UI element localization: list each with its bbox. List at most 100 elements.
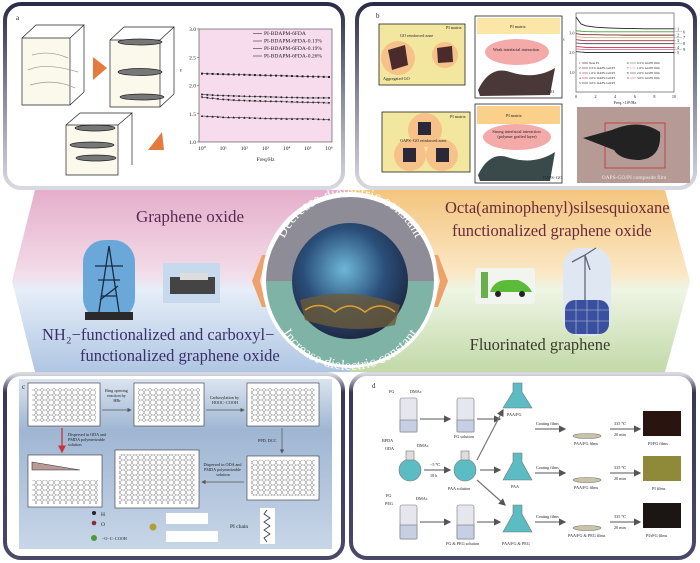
data-point	[238, 95, 241, 98]
series-number-label: 1	[677, 26, 679, 31]
x-tick-label: 10⁴	[283, 146, 291, 152]
output-film-swatch	[643, 411, 681, 436]
data-point	[211, 94, 214, 97]
go-composite-schematic: GO reinforced zone PI matrix Aggregated …	[378, 23, 466, 86]
step-disperse-right: Dispersed in ODA and PMDA polymerizable …	[203, 462, 242, 477]
pi-matrix-label: PI matrix	[446, 25, 463, 30]
left-arrow-icon	[252, 255, 266, 307]
data-point	[269, 95, 272, 98]
label-paa-solution: PAA solution	[448, 486, 471, 491]
data-point	[306, 117, 310, 120]
label-line: solution	[68, 442, 82, 447]
data-point	[296, 101, 299, 104]
data-point	[311, 101, 315, 104]
data-point	[301, 75, 304, 78]
data-point	[322, 101, 325, 105]
center-circle: Decrease dielectric constant Increase di…	[262, 185, 438, 374]
cube-stacked	[65, 112, 133, 176]
data-point	[301, 96, 304, 99]
x-tick-label: 6	[634, 94, 636, 99]
films	[643, 411, 681, 528]
legend-label: 3.0% OAPS-GO/PI	[589, 81, 615, 85]
x-tick-label: 10⁰	[198, 145, 207, 152]
data-point	[253, 116, 257, 119]
data-point	[237, 116, 241, 119]
series-line	[575, 48, 674, 50]
data-point	[232, 99, 235, 102]
data-point	[306, 101, 310, 104]
data-point	[285, 117, 288, 120]
data-point	[211, 97, 214, 100]
data-point	[269, 117, 272, 120]
data-point	[269, 74, 272, 77]
legend-cooh: −O−C−COOH	[102, 536, 127, 541]
data-point	[322, 117, 325, 121]
data-point	[216, 73, 219, 76]
label-temp: −5 ℃	[430, 462, 441, 467]
panel-b: b GO reinforced zone PI matrix Aggregate…	[355, 2, 697, 190]
cube-aligned	[109, 26, 175, 108]
data-point	[290, 75, 293, 78]
data-point	[322, 96, 325, 99]
data-point	[237, 99, 241, 102]
series-number-label: 3	[677, 38, 679, 43]
data-point	[264, 95, 267, 98]
panel-c-legend: H O −O−C−COOH PI chain	[91, 508, 275, 544]
x-tick-label: 4	[614, 94, 617, 99]
data-point	[200, 96, 204, 99]
graphene-boxes	[27, 382, 320, 509]
label-paa-fg: PAA/FG	[507, 412, 522, 417]
data-point	[296, 75, 299, 78]
data-point	[221, 115, 225, 119]
ev-charging-image	[475, 268, 535, 304]
label-oaps-go-2: functionalized graphene oxide	[452, 221, 652, 240]
data-point	[206, 114, 209, 118]
series-line	[575, 39, 674, 42]
oaps-zone-label: OAPS−GO reinforced zone	[400, 138, 446, 143]
data-point	[285, 74, 288, 77]
arrow-down-left-icon	[148, 132, 164, 150]
weak-interaction-label: Weak interfacial interaction	[493, 47, 540, 52]
data-point	[311, 117, 315, 120]
label-oaps-go: Octa(aminophenyl)silsesquioxane	[445, 198, 670, 217]
data-point	[327, 102, 331, 105]
panel-a-label: a	[16, 14, 20, 22]
data-point	[280, 100, 283, 104]
data-point	[264, 100, 267, 103]
panel-b-label: b	[376, 12, 380, 20]
label-line: Dispersed in ODA and	[68, 432, 107, 437]
legend-label: Neat PI	[589, 61, 599, 65]
oaps-go-composite-schematic: OAPS−GO reinforced zone PI matrix	[381, 111, 471, 173]
legend-label: 1.0% OAPS-GO/PI	[589, 71, 615, 75]
panel-c-label: c	[22, 383, 25, 391]
x-tick-label: 10⁶	[325, 146, 333, 152]
label-line: Dispersed in ODA and	[203, 462, 242, 467]
data-point	[280, 117, 283, 120]
x-axis-label: Freq.×10³/Hz	[614, 100, 637, 105]
series-line	[575, 30, 674, 33]
label-coating: Coating films	[536, 465, 559, 470]
flow-arrows	[420, 408, 642, 526]
series-line	[575, 42, 674, 45]
y-tick-label: 3.0	[569, 30, 574, 35]
legend-number: 1	[579, 61, 581, 65]
y-axis-label: ε	[563, 37, 565, 42]
label-temp: 335 ℃	[614, 514, 626, 519]
legend-pi-chain: PI chain	[230, 524, 248, 530]
data-point	[327, 118, 331, 121]
label-line: HBr	[113, 398, 121, 403]
data-point	[232, 94, 235, 97]
data-point	[248, 73, 251, 76]
data-point	[248, 95, 251, 98]
photo-caption: OAPS-GO/PI composite film	[602, 174, 668, 181]
output-film-swatch	[643, 456, 681, 481]
data-point	[280, 74, 283, 77]
data-point	[259, 100, 262, 103]
data-point	[285, 96, 288, 99]
x-tick-label: 2	[595, 94, 597, 99]
label-bpda: BPDA	[382, 438, 393, 443]
data-point	[290, 96, 293, 99]
strong-interaction-schematic: PI matrix Strong interfacial interaction…	[474, 103, 563, 184]
